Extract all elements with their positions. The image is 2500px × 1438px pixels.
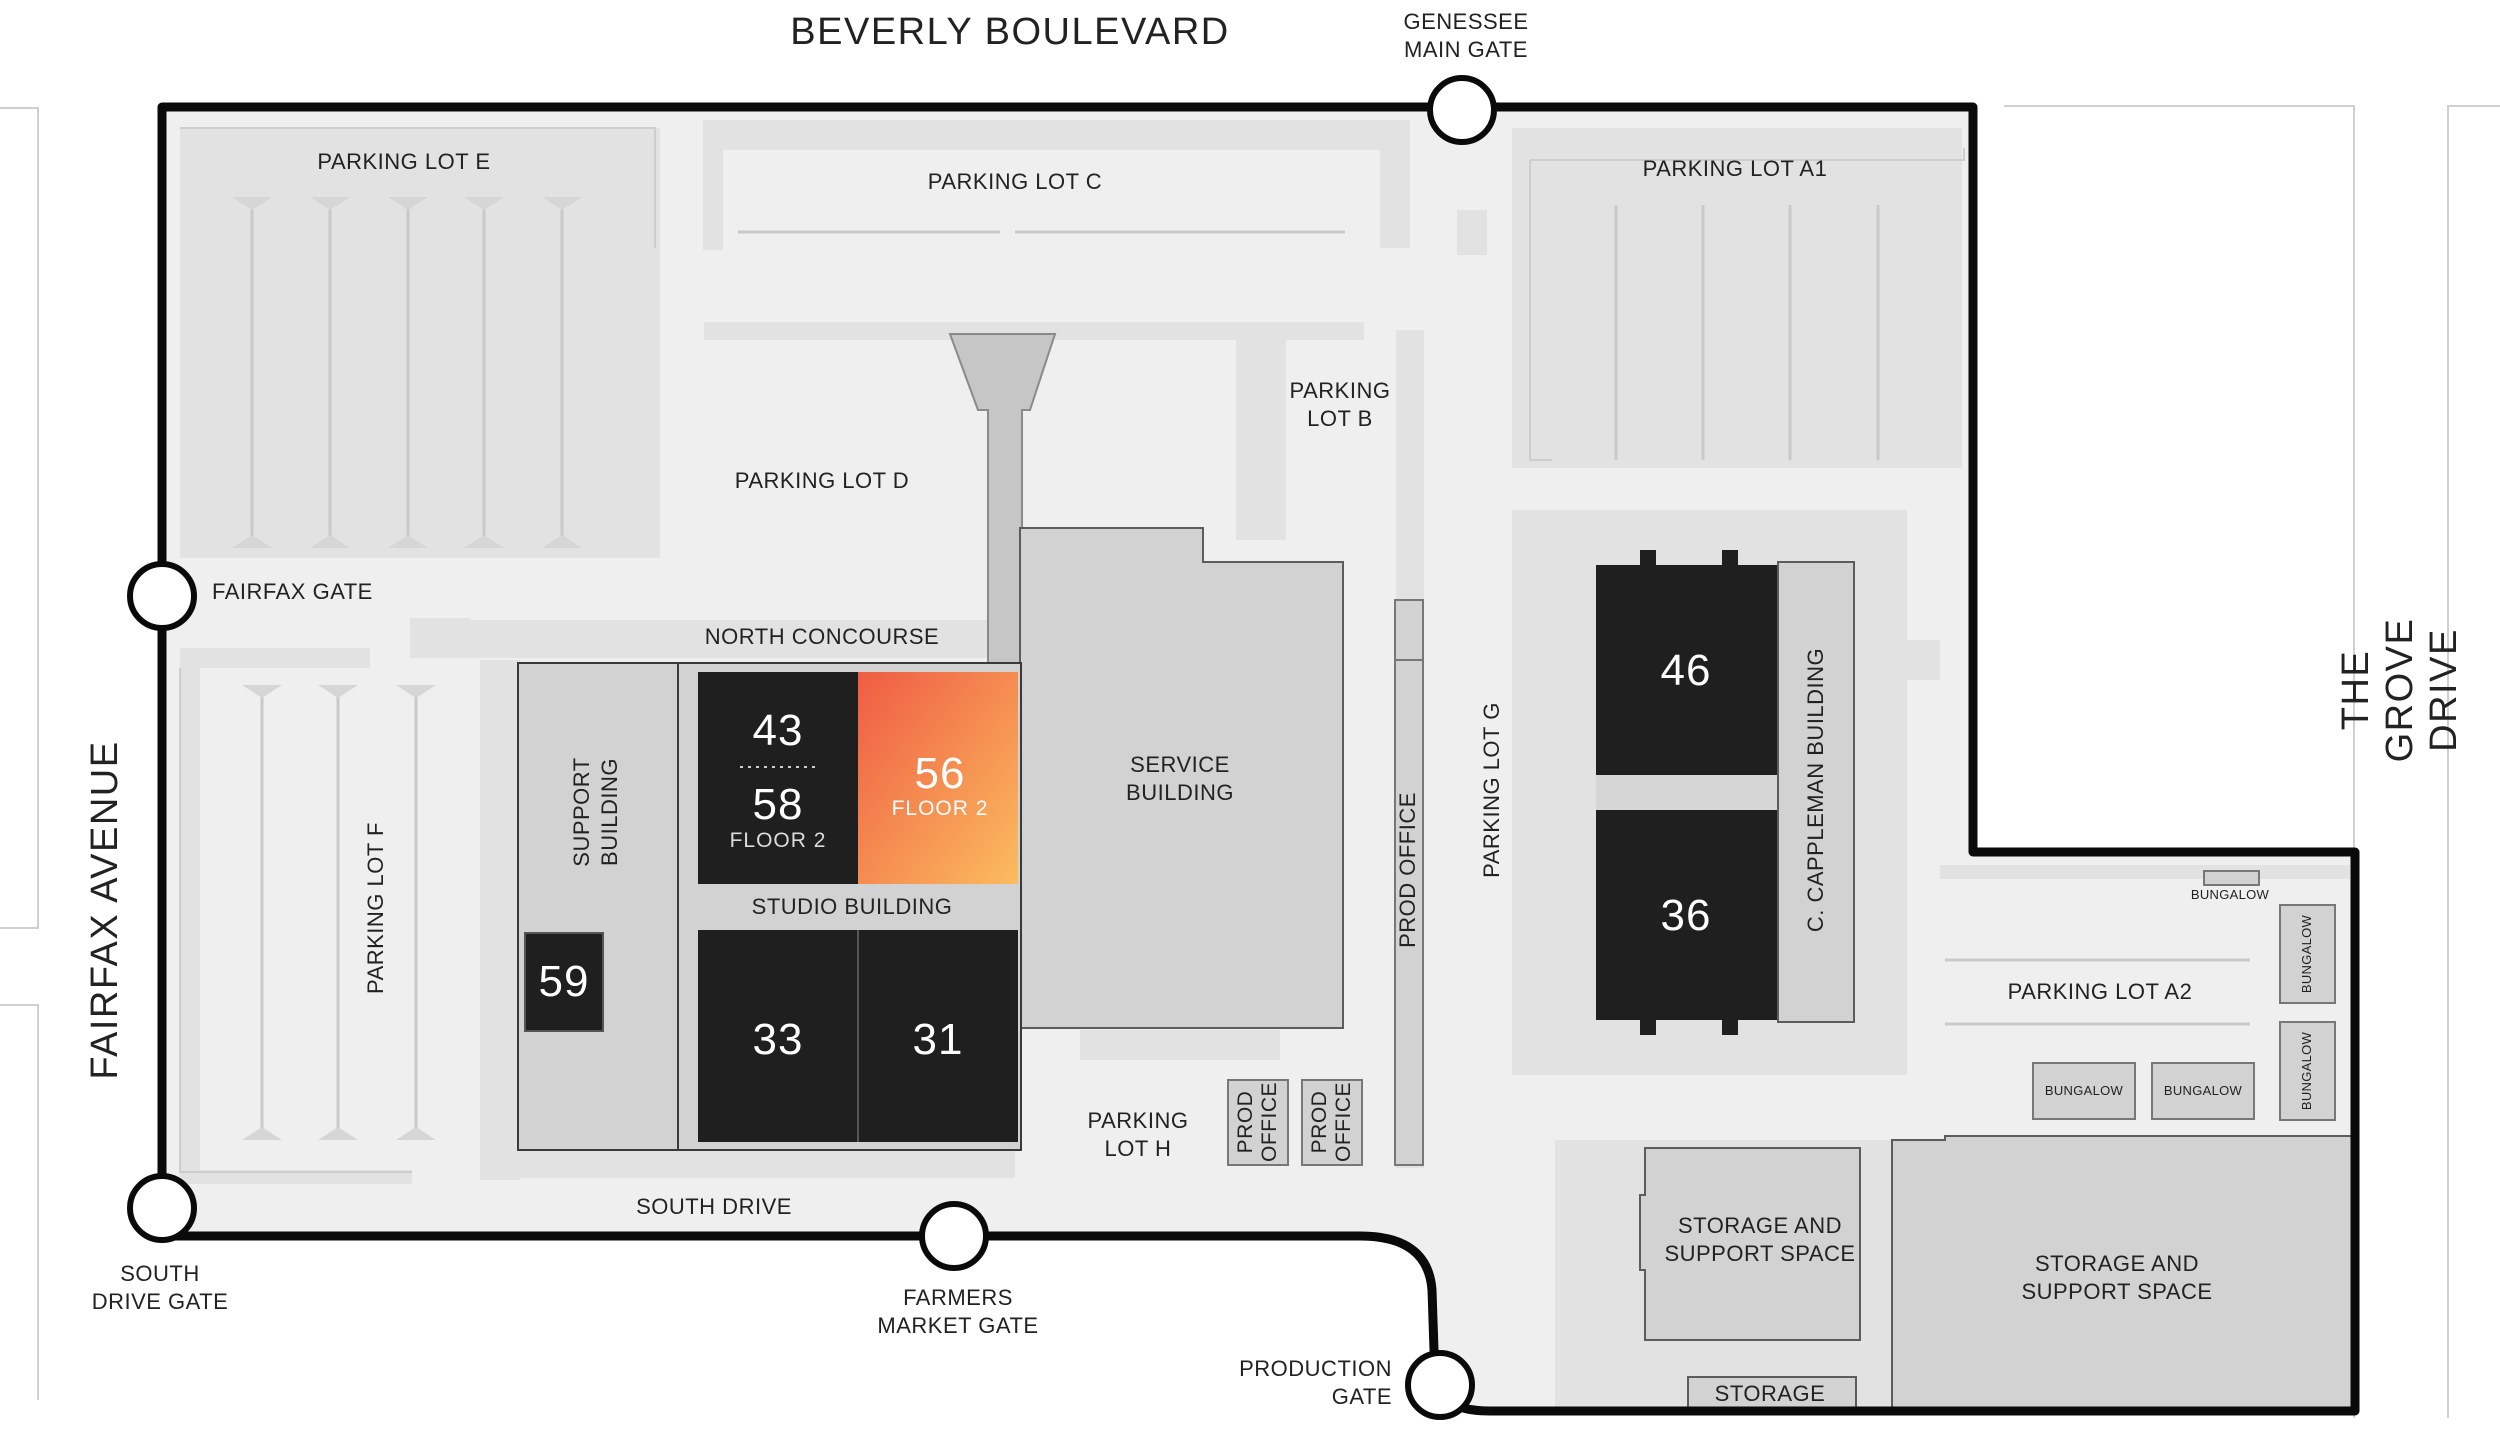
row-arrows xyxy=(232,197,582,1140)
support-building-label: SUPPORT BUILDING xyxy=(569,757,622,867)
stage-tabs xyxy=(1640,550,1738,1035)
gate-markers xyxy=(127,75,1497,1420)
stage-46[interactable] xyxy=(1596,565,1778,775)
stage-56[interactable] xyxy=(858,672,1018,884)
prod-office-small-label-1: PROD OFFICE xyxy=(1234,1082,1281,1162)
parking-lot-a2: PARKING LOT A2 xyxy=(2007,979,2193,1004)
parking-rows xyxy=(250,200,2250,1135)
road-grove: THE GROVE DRIVE xyxy=(2335,617,2465,763)
stage-43-58[interactable] xyxy=(698,672,858,884)
cappleman-building xyxy=(1777,561,1855,1023)
parking-lot-h: PARKING LOT H xyxy=(1087,1108,1189,1161)
lot-outlines xyxy=(179,127,1965,1173)
stage-59-number: 59 xyxy=(538,957,590,1006)
stage-58-floor-label: FLOOR 2 xyxy=(729,829,827,852)
bungalow-label-top: BUNGALOW xyxy=(2190,887,2270,902)
gate-genessee xyxy=(1427,75,1497,145)
bungalow-label-v2: BUNGALOW xyxy=(2299,1031,2314,1111)
stage-connector xyxy=(1596,775,1778,810)
bungalow-top xyxy=(2203,870,2260,886)
bungalow-h1 xyxy=(2032,1062,2136,1120)
parking-lot-f: PARKING LOT F xyxy=(363,822,388,994)
bungalow-label-h1: BUNGALOW xyxy=(2044,1083,2124,1098)
road-beverly: BEVERLY BOULEVARD xyxy=(790,11,1230,53)
stage-56-number: 56 xyxy=(914,749,966,798)
bungalow-label-h2: BUNGALOW xyxy=(2163,1083,2243,1098)
gate-label-genessee: GENESSEE MAIN GATE xyxy=(1403,9,1529,62)
road-fairfax: FAIRFAX AVENUE xyxy=(84,740,126,1080)
storage-support-west xyxy=(1639,1147,1861,1341)
gate-label-production: PRODUCTION GATE xyxy=(1239,1356,1392,1409)
cappleman-label: C. CAPPLEMAN BUILDING xyxy=(1803,647,1828,933)
gate-farmers-market xyxy=(919,1201,989,1271)
south-drive-label: SOUTH DRIVE xyxy=(636,1194,792,1219)
north-concourse-label: NORTH CONCOURSE xyxy=(704,624,940,649)
parking-lot-d: PARKING LOT D xyxy=(734,468,910,493)
stage-46-number: 46 xyxy=(1660,646,1712,695)
parking-lot-a1: PARKING LOT A1 xyxy=(1642,156,1828,181)
stage-56-floor-label: FLOOR 2 xyxy=(891,797,989,820)
prod-office-strip xyxy=(1394,599,1424,1166)
storage-support-label-east: STORAGE AND SUPPORT SPACE xyxy=(2021,1251,2213,1304)
bungalow-label-v1: BUNGALOW xyxy=(2299,914,2314,994)
gate-label-fairfax: FAIRFAX GATE xyxy=(212,579,373,604)
prod-office-small-1 xyxy=(1227,1079,1289,1166)
service-building-label: SERVICE BUILDING xyxy=(1126,752,1234,805)
stage-59[interactable] xyxy=(524,932,604,1032)
prod-office-small-2 xyxy=(1301,1079,1363,1166)
stage-33-number: 33 xyxy=(752,1015,804,1064)
support-building xyxy=(517,662,679,1151)
storage-support-label-west: STORAGE AND SUPPORT SPACE xyxy=(1664,1213,1856,1266)
gate-label-farmers-market: FARMERS MARKET GATE xyxy=(877,1285,1039,1338)
gate-label-south-drive: SOUTH DRIVE GATE xyxy=(91,1261,229,1314)
storage-small xyxy=(1687,1376,1857,1411)
bungalow-v1 xyxy=(2279,904,2336,1004)
gate-fairfax xyxy=(127,561,197,631)
parking-lot-e: PARKING LOT E xyxy=(317,149,491,174)
stage-31[interactable] xyxy=(858,930,1018,1142)
storage-label: STORAGE xyxy=(1714,1381,1826,1406)
prod-office-small-label-2: PROD OFFICE xyxy=(1308,1082,1355,1162)
parking-lot-c: PARKING LOT C xyxy=(927,169,1103,194)
bungalow-h2 xyxy=(2151,1062,2255,1120)
studio-building-label: STUDIO BUILDING xyxy=(751,894,953,919)
stage-58-number: 58 xyxy=(752,780,804,829)
stage-36[interactable] xyxy=(1596,810,1778,1020)
stage-33[interactable] xyxy=(698,930,858,1142)
stage-36-number: 36 xyxy=(1660,891,1712,940)
neighbor-outlines xyxy=(0,105,2500,1418)
gate-south-drive xyxy=(127,1173,197,1243)
stage-31-number: 31 xyxy=(912,1015,964,1064)
parking-lot-b: PARKING LOT B xyxy=(1289,378,1391,431)
gate-production xyxy=(1405,1350,1475,1420)
prod-office-label: PROD OFFICE xyxy=(1395,792,1420,948)
parking-lot-g: PARKING LOT G xyxy=(1479,702,1504,878)
stage-43-number: 43 xyxy=(752,706,804,755)
bungalow-v2 xyxy=(2279,1021,2336,1121)
